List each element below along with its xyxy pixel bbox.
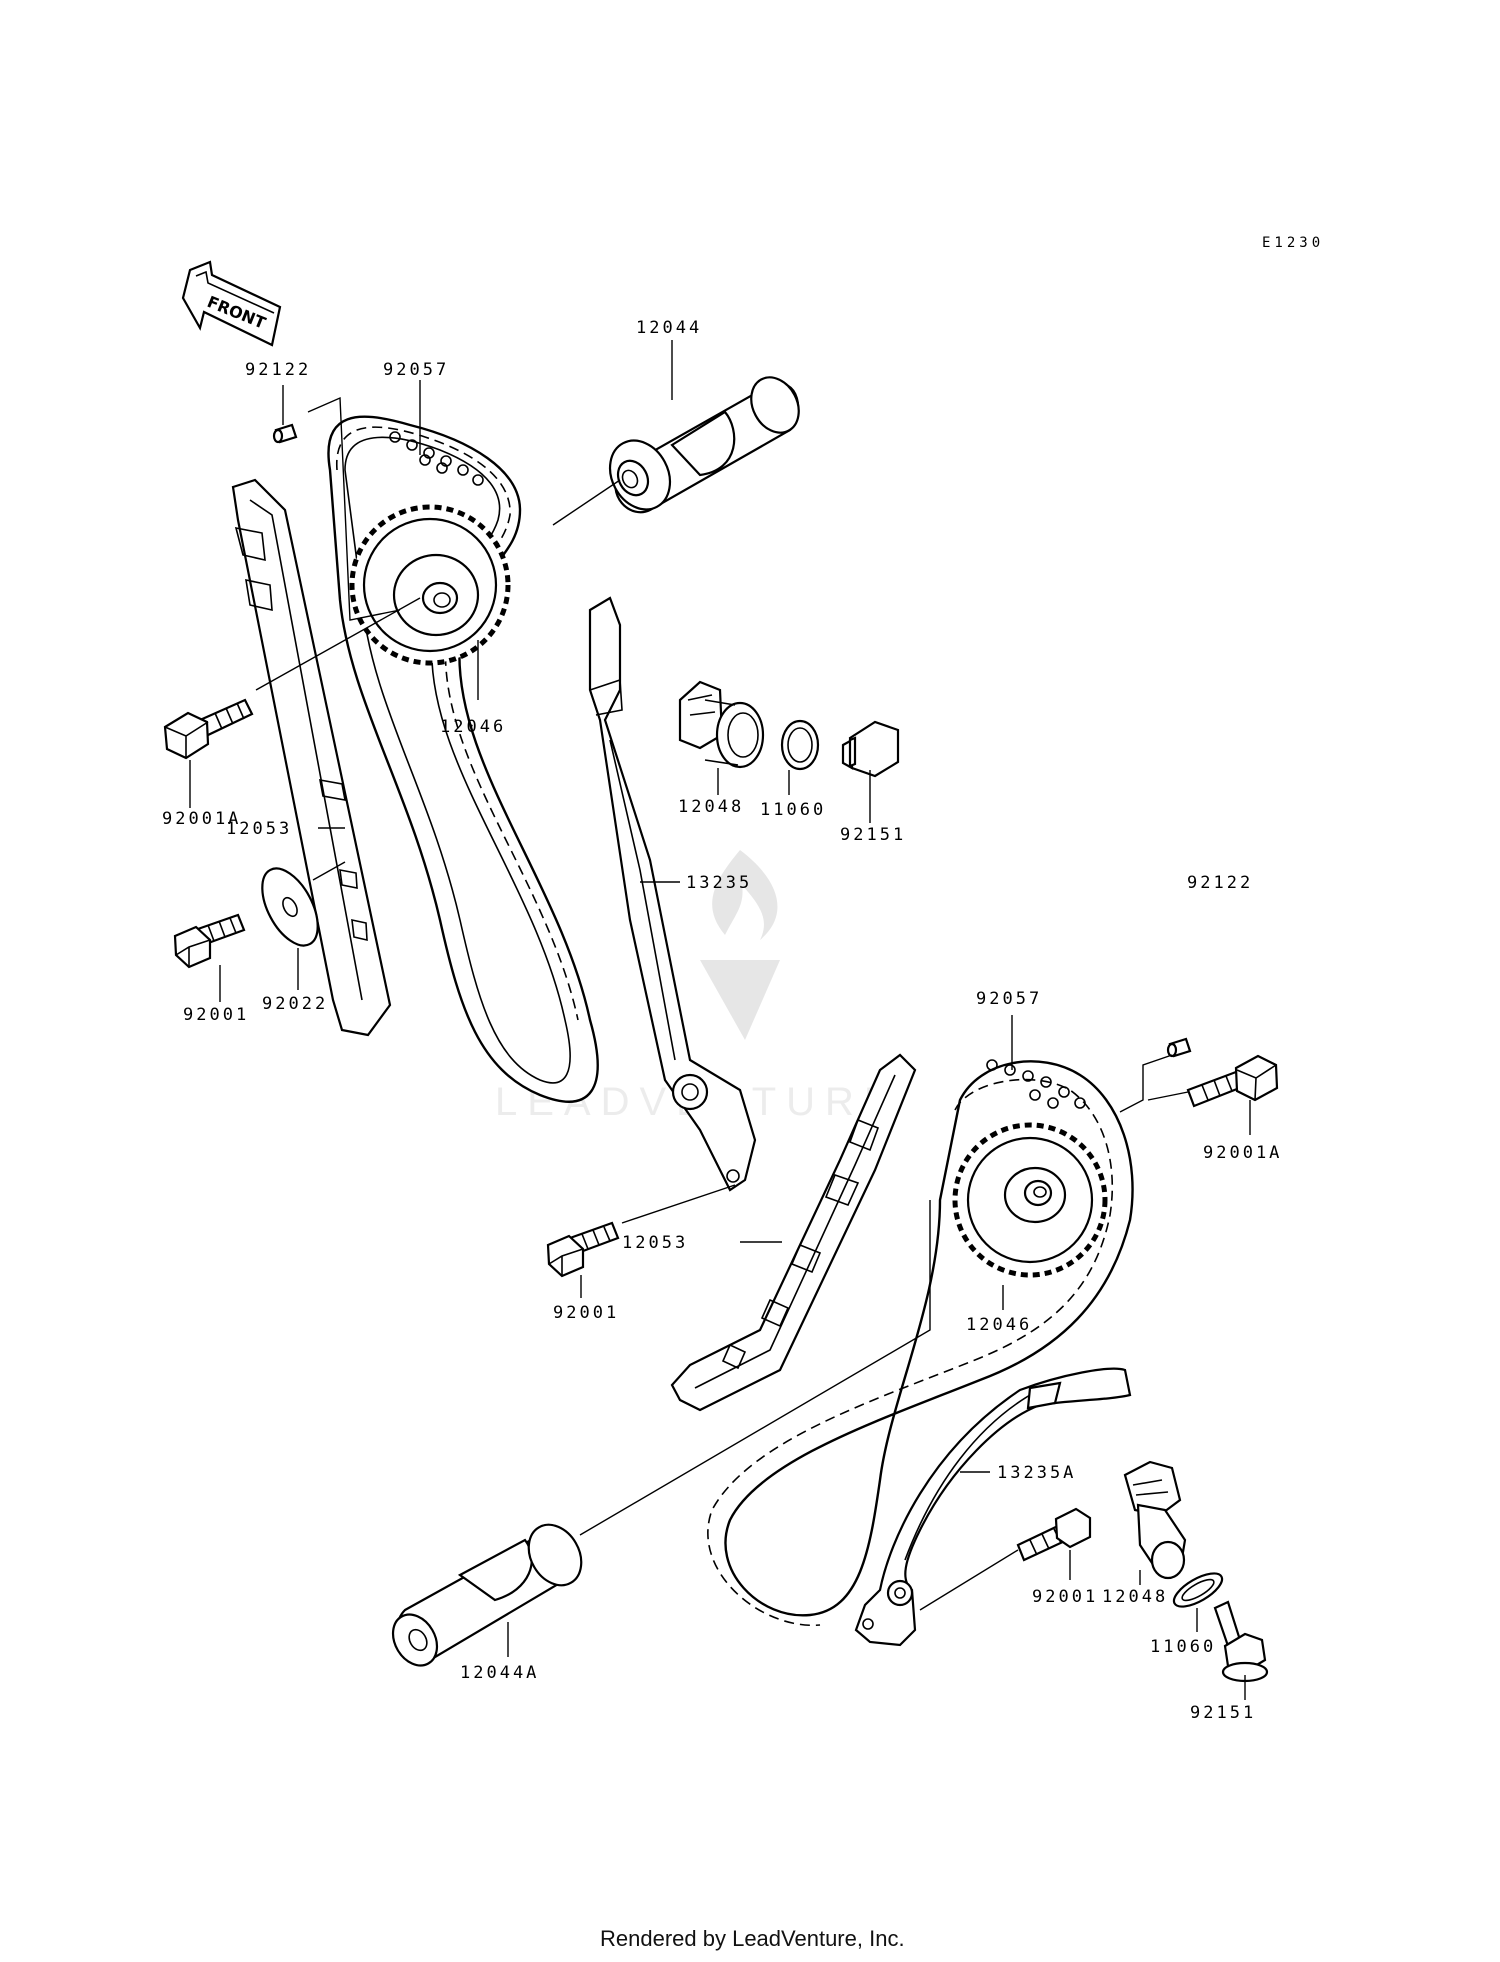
callout-12048-lower: 12048 (1102, 1587, 1168, 1607)
lower-dowel-pin (1166, 1037, 1192, 1058)
lower-camshaft (391, 1523, 583, 1667)
callout-92022: 92022 (262, 994, 328, 1014)
upper-chain-links (389, 431, 484, 486)
middle-bolt-92001 (546, 1221, 620, 1278)
callout-92001-lower: 92001 (1032, 1587, 1098, 1607)
callout-11060-lower: 11060 (1150, 1637, 1216, 1657)
callout-11060-upper: 11060 (760, 800, 826, 820)
lower-flange-bolt-92001A (1186, 1054, 1279, 1108)
upper-bolt-92001 (173, 913, 246, 969)
callout-12046-lower: 12046 (966, 1315, 1032, 1335)
upper-camshaft (608, 376, 800, 514)
callout-13235A: 13235A (997, 1463, 1076, 1483)
callout-92122-lower: 92122 (1187, 873, 1253, 893)
callout-92001A-upper: 92001A (162, 809, 241, 829)
upper-cap-bolt-92151 (841, 720, 900, 778)
callout-12044: 12044 (636, 318, 702, 338)
upper-gasket-11060 (780, 719, 820, 771)
callout-92001-upper: 92001 (183, 1005, 249, 1025)
lower-cap-bolt-92151 (1213, 1600, 1269, 1683)
callout-13235: 13235 (686, 873, 752, 893)
upper-flange-bolt-92001A (163, 698, 254, 760)
footer-credit: Rendered by LeadVenture, Inc. (600, 1926, 905, 1951)
lower-cam-chain-tensioner (1123, 1460, 1187, 1580)
diagram-code: E1230 (1262, 235, 1324, 251)
callout-92001A-lower: 92001A (1203, 1143, 1282, 1163)
callout-12048-upper: 12048 (678, 797, 744, 817)
lower-gasket-11060 (1172, 1572, 1224, 1608)
upper-tensioner-guide (588, 596, 757, 1192)
upper-cam-sprocket (349, 504, 511, 666)
leader-lines (189, 340, 1251, 1700)
callout-12046-upper: 12046 (440, 717, 506, 737)
callout-92057-upper: 92057 (383, 360, 449, 380)
lower-chain-guide (670, 1053, 917, 1412)
upper-dowel-pin (272, 423, 298, 444)
callout-92001-middle: 92001 (553, 1303, 619, 1323)
front-arrow-icon: FRONT (181, 260, 282, 347)
upper-chain-guide (231, 478, 392, 1037)
callout-92057-lower: 92057 (976, 989, 1042, 1009)
callout-12053-upper: 12053 (226, 819, 292, 839)
callout-labels: 92122 92057 12044 12046 92001A 12053 920… (162, 318, 1282, 1723)
callout-92151-upper: 92151 (840, 825, 906, 845)
callout-92122-upper: 92122 (245, 360, 311, 380)
lower-bolt-92001 (1016, 1507, 1092, 1562)
callout-12053-lower: 12053 (622, 1233, 688, 1253)
callout-92151-lower: 92151 (1190, 1703, 1256, 1723)
callout-12044A: 12044A (460, 1663, 539, 1683)
upper-cam-chain-tensioner (678, 680, 765, 769)
washer-92022 (261, 867, 319, 947)
lower-chain-links (986, 1059, 1086, 1109)
lower-tensioner-guide (854, 1367, 1132, 1647)
lower-cam-sprocket (952, 1122, 1108, 1278)
